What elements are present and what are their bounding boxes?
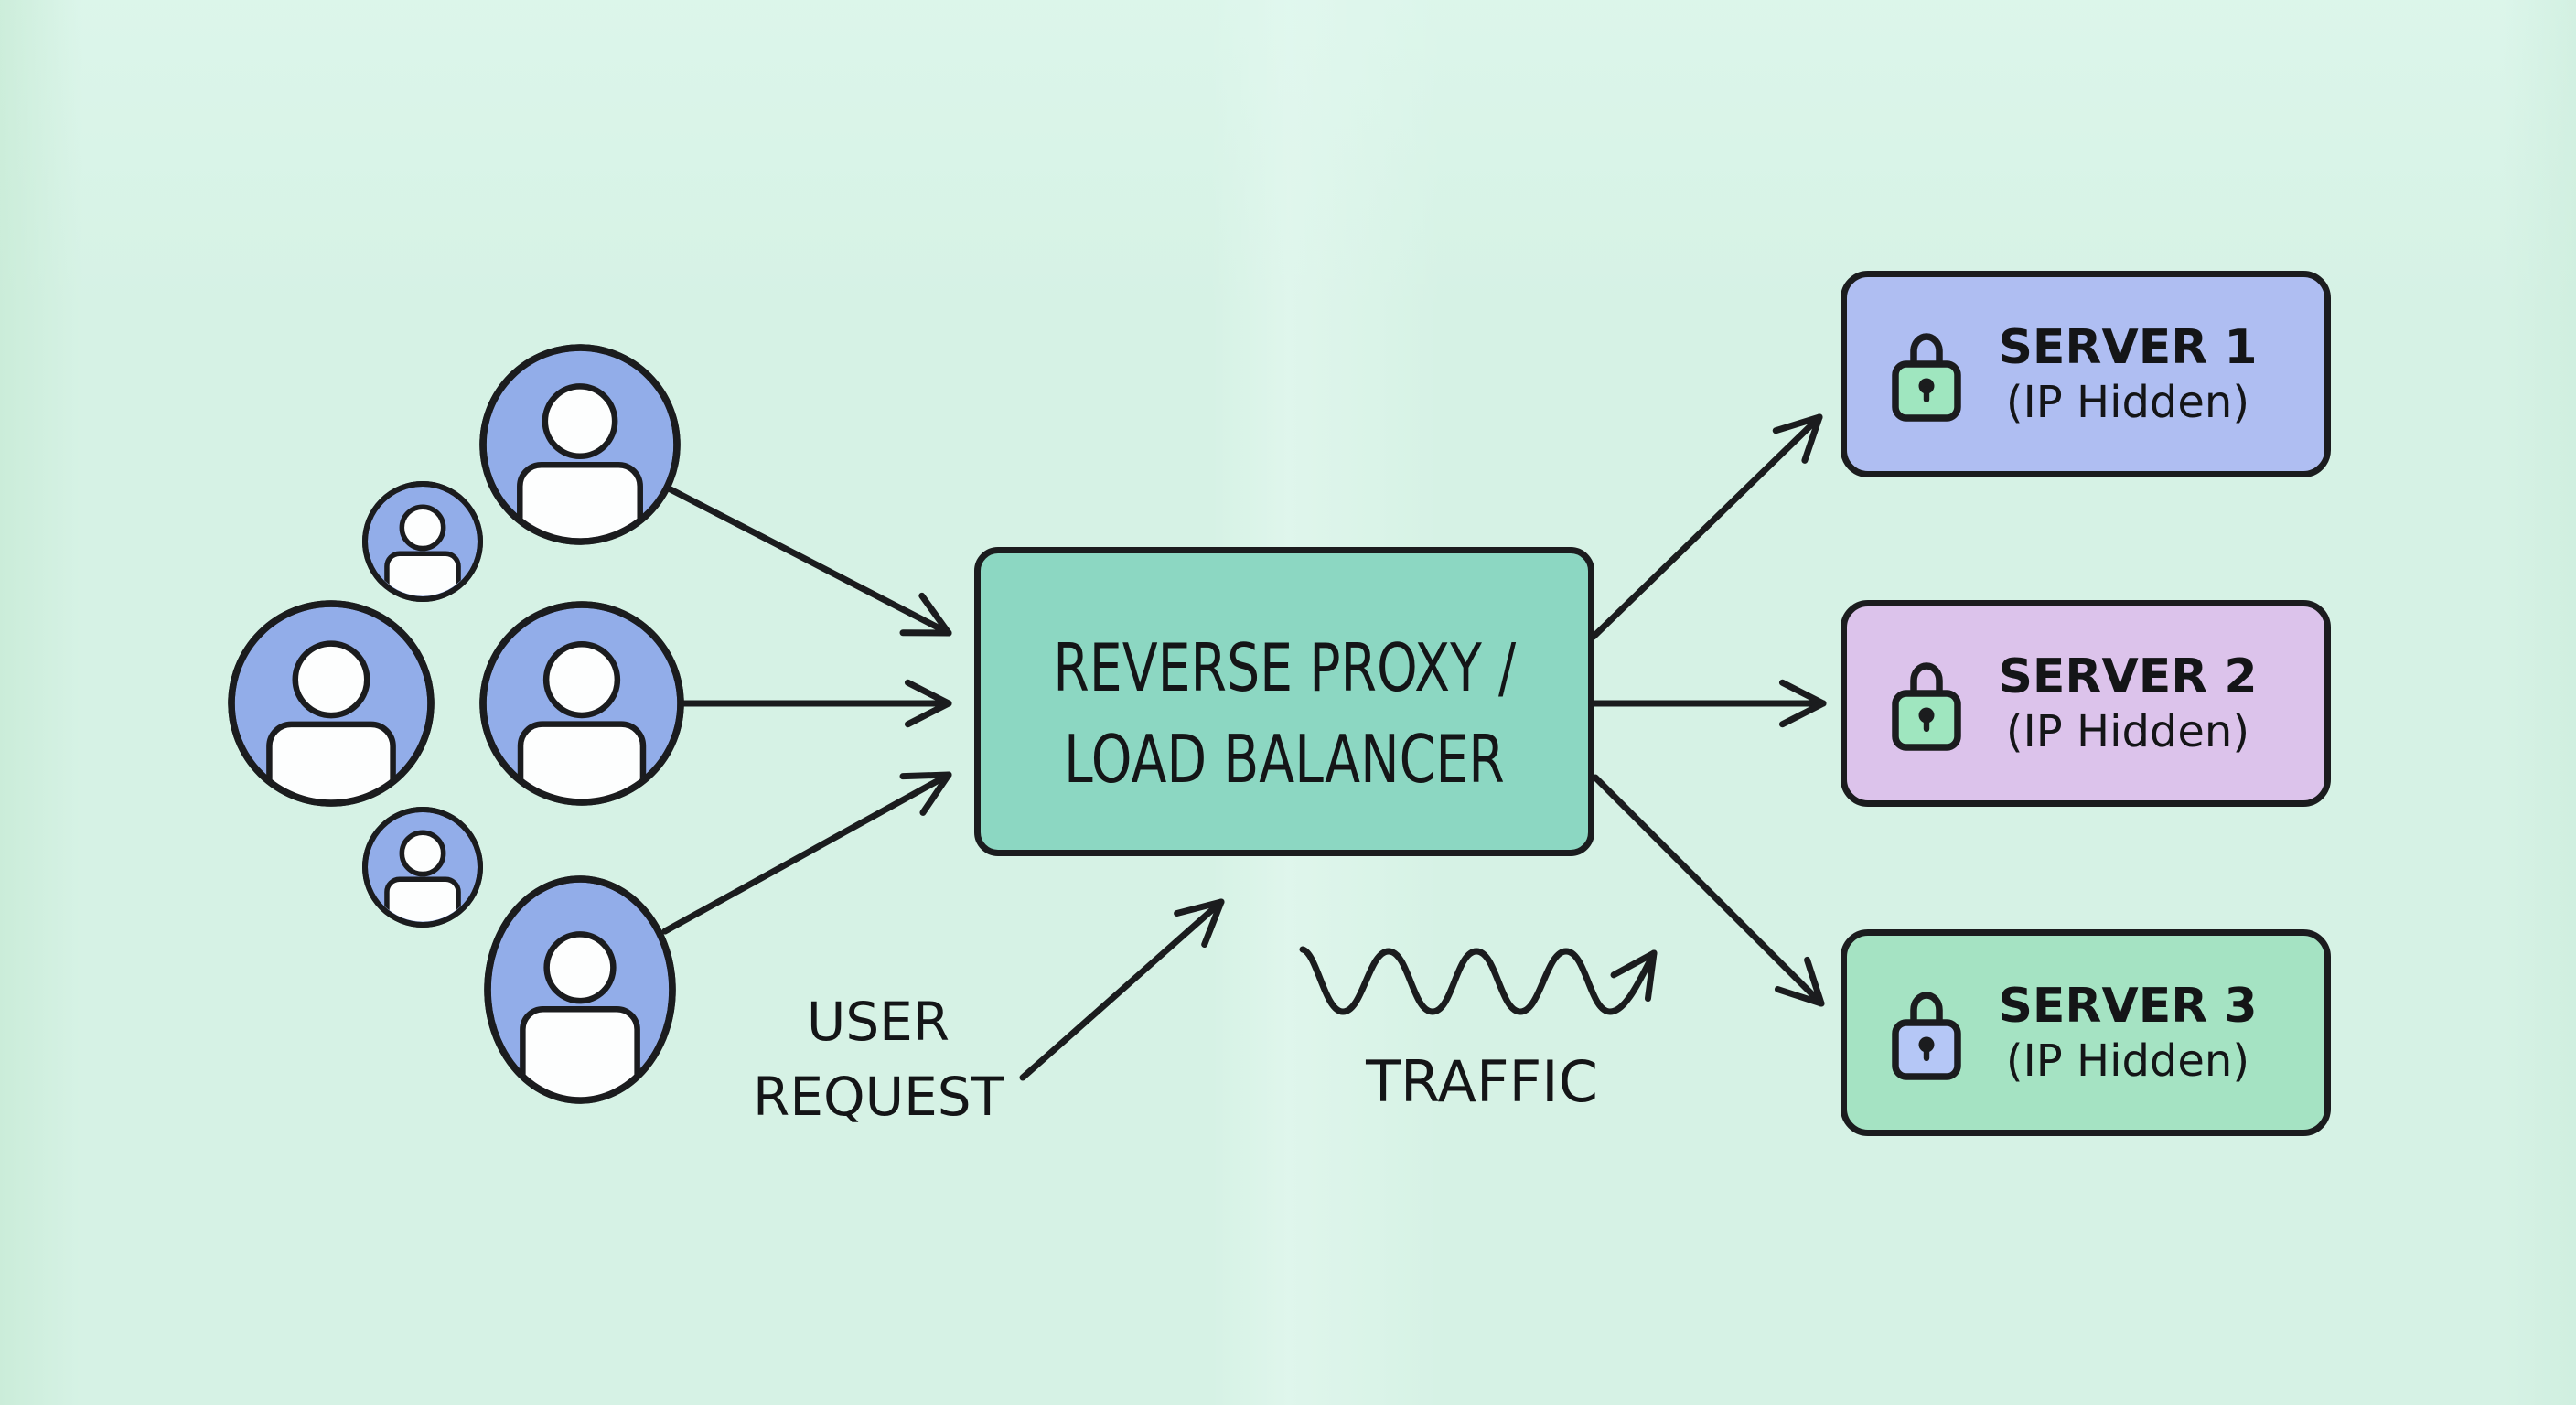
proxy-label-line1: REVERSE PROXY / — [1053, 629, 1516, 706]
user-head — [292, 640, 370, 719]
arrowhead-barb — [1201, 898, 1225, 949]
arrow-shaft — [1590, 413, 1823, 640]
arrowhead-barb — [1804, 956, 1825, 1007]
arrow-users-to-proxy-1 — [665, 485, 952, 637]
user-icon — [479, 344, 681, 545]
arrow-user-request — [1019, 898, 1225, 1081]
arrow-shaft — [1019, 898, 1225, 1081]
user-circle-outline — [479, 344, 681, 545]
user-icon — [362, 481, 483, 602]
traffic-label: TRAFFIC — [1366, 1048, 1598, 1115]
lock-icon — [1892, 992, 1961, 1080]
user-icon — [479, 601, 684, 806]
user-head — [542, 383, 618, 459]
arrow-shaft — [1592, 774, 1825, 1007]
user-request-line1: USER — [806, 991, 950, 1053]
lock-keyhole-stem — [1923, 1045, 1930, 1061]
arrowhead-barb — [904, 679, 952, 707]
arrow-shaft — [661, 771, 952, 935]
user-head — [543, 931, 617, 1004]
server-title: SERVER 3 — [1998, 979, 2258, 1034]
server-subtitle: (IP Hidden) — [2005, 377, 2250, 428]
server-subtitle: (IP Hidden) — [2005, 1035, 2250, 1087]
arrowhead-barb — [919, 771, 952, 816]
traffic-wave-arrow — [1299, 946, 1658, 1015]
arrow-proxy-to-server-2 — [1590, 679, 1827, 728]
arrowhead-barb — [1644, 949, 1658, 1003]
arrowhead-barb — [1772, 413, 1823, 434]
lock-shackle — [1910, 333, 1943, 370]
server-1-text: SERVER 1 (IP Hidden) — [1962, 322, 2293, 426]
user-request-line2: REQUEST — [753, 1066, 1004, 1128]
server-1-box: SERVER 1 (IP Hidden) — [1841, 271, 2331, 477]
lock-shackle — [1910, 992, 1943, 1028]
arrowhead-barb — [918, 592, 952, 637]
user-icon — [362, 807, 483, 928]
arrowhead-barb — [1774, 986, 1825, 1007]
lock-keyhole-stem — [1923, 386, 1930, 402]
user-circle-outline — [228, 600, 435, 807]
user-shoulders — [517, 462, 643, 539]
arrowhead-barb — [899, 771, 952, 780]
user-shoulders — [517, 721, 647, 799]
arrowhead-barb — [904, 700, 952, 728]
server-2-text: SERVER 2 (IP Hidden) — [1962, 651, 2293, 756]
arrowhead-barb — [1801, 413, 1823, 464]
user-shoulders — [520, 1005, 640, 1098]
server-title: SERVER 1 — [1998, 320, 2258, 375]
user-head — [399, 830, 446, 877]
server-3-text: SERVER 3 (IP Hidden) — [1962, 981, 2293, 1085]
server-subtitle: (IP Hidden) — [2005, 706, 2250, 757]
arrowhead-barb — [1174, 898, 1225, 917]
lock-keyhole-stem — [1923, 715, 1930, 732]
lock-shackle — [1910, 662, 1943, 699]
server-title: SERVER 2 — [1998, 649, 2258, 704]
arrow-users-to-proxy-3 — [661, 771, 952, 935]
user-icon — [228, 600, 435, 807]
user-request-label: USER REQUEST — [672, 984, 1084, 1134]
server-2-box: SERVER 2 (IP Hidden) — [1841, 600, 2331, 807]
user-head — [542, 640, 621, 719]
proxy-label-line2: LOAD BALANCER — [1064, 721, 1505, 798]
user-circle-outline — [484, 875, 676, 1104]
user-circle-outline — [362, 807, 483, 928]
lock-icon — [1892, 662, 1961, 751]
arrowhead-barb — [1610, 949, 1658, 979]
user-icon — [484, 875, 676, 1104]
arrowhead-barb — [1778, 700, 1827, 728]
arrow-proxy-to-server-3 — [1592, 774, 1825, 1007]
user-circle-outline — [362, 481, 483, 602]
user-head — [399, 504, 446, 552]
lock-icon — [1892, 333, 1961, 422]
arrow-proxy-to-server-1 — [1590, 413, 1823, 640]
traffic-wave — [1299, 946, 1658, 1015]
server-3-box: SERVER 3 (IP Hidden) — [1841, 929, 2331, 1136]
arrow-shaft — [665, 485, 952, 637]
arrowhead-barb — [1778, 679, 1827, 707]
reverse-proxy-box: REVERSE PROXY / LOAD BALANCER — [974, 547, 1594, 856]
arrow-users-to-proxy-2 — [679, 679, 952, 728]
